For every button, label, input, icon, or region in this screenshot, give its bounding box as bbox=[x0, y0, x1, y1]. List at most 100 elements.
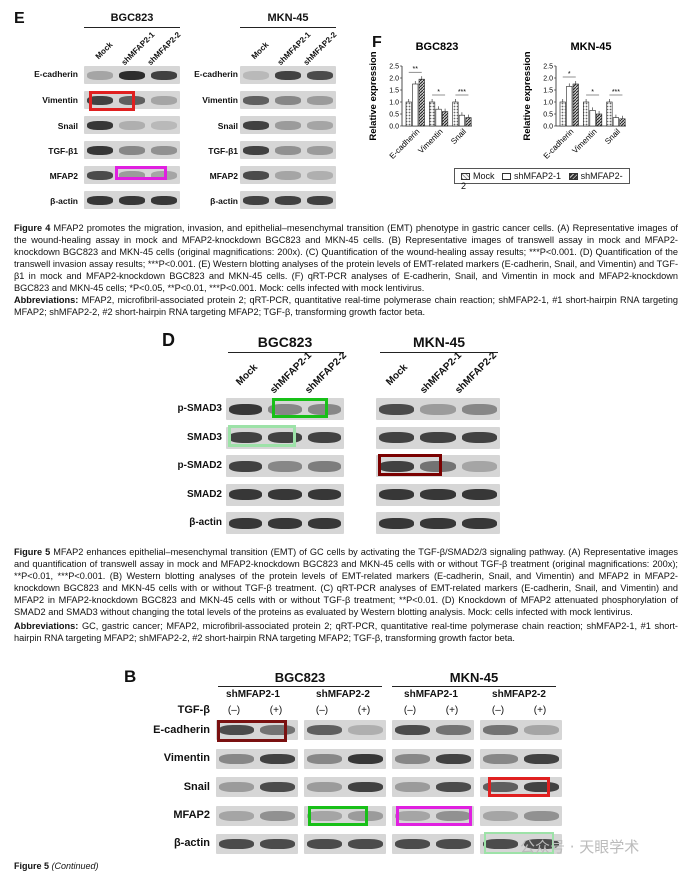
blot-band bbox=[219, 839, 254, 849]
blot-band bbox=[229, 403, 263, 415]
blot-band bbox=[379, 403, 415, 415]
row-label-b-actin: β-actin bbox=[189, 517, 222, 528]
cell-title-bgc823: BGC823 bbox=[274, 670, 326, 685]
row-label-e-cadherin: E-cadherin bbox=[34, 69, 78, 79]
blot-strip bbox=[84, 116, 180, 134]
blot-band bbox=[348, 839, 383, 849]
x-tick-label: Snail bbox=[603, 127, 622, 146]
blot-band bbox=[260, 782, 295, 792]
blot-band bbox=[420, 489, 456, 500]
divider bbox=[228, 352, 344, 353]
cell-title-bgc823: BGC823 bbox=[110, 12, 154, 24]
blot-band bbox=[461, 403, 497, 415]
blot-band bbox=[260, 753, 295, 764]
tgf-state-label: (–) bbox=[403, 705, 417, 716]
tgf-state-label: (+) bbox=[357, 705, 371, 716]
blot-band bbox=[307, 403, 341, 415]
blot-band bbox=[461, 489, 497, 500]
blot-band bbox=[307, 460, 341, 472]
blot-band bbox=[395, 839, 430, 849]
significance-label: * bbox=[568, 71, 571, 78]
x-tick-label: Vimentin bbox=[416, 127, 444, 155]
blot-band bbox=[461, 517, 497, 529]
blot-band bbox=[348, 782, 383, 792]
y-tick-label: 0.5 bbox=[543, 112, 553, 119]
blot-band bbox=[524, 782, 559, 792]
blot-strip bbox=[216, 777, 298, 797]
blot-strip bbox=[392, 777, 474, 797]
tgf-state-label: (–) bbox=[315, 705, 329, 716]
blot-band bbox=[307, 725, 342, 735]
blot-band bbox=[229, 432, 263, 443]
blot-strip bbox=[376, 483, 500, 506]
significance-label: * bbox=[591, 89, 594, 96]
y-tick-label: 2.5 bbox=[389, 64, 399, 71]
divider bbox=[84, 27, 180, 28]
group-label-shmfap2-2: shMFAP2-2 bbox=[316, 689, 370, 700]
tgf-state-label: (–) bbox=[491, 705, 505, 716]
blot-strip bbox=[480, 748, 562, 769]
panel-letter-b: B bbox=[124, 667, 137, 686]
blot-band bbox=[307, 782, 342, 792]
figure-5-abbreviations: Abbreviations: GC, gastric cancer; MFAP2… bbox=[14, 621, 678, 643]
blot-band bbox=[420, 432, 456, 443]
blot-band bbox=[524, 810, 559, 821]
bar bbox=[429, 101, 436, 127]
row-label-mfap2: MFAP2 bbox=[49, 171, 78, 181]
blot-strip bbox=[226, 483, 344, 506]
page-footer: Figure 5 (Continued) bbox=[14, 861, 99, 871]
blot-band bbox=[151, 195, 177, 205]
bar bbox=[612, 117, 619, 127]
blot-band bbox=[119, 70, 145, 80]
panel-letter-e: E bbox=[14, 10, 25, 27]
row-label-vimentin: Vimentin bbox=[42, 95, 78, 105]
blot-band bbox=[436, 810, 471, 821]
blot-band bbox=[275, 170, 301, 180]
blot-strip bbox=[480, 805, 562, 826]
row-label-p-smad2: p-SMAD2 bbox=[177, 460, 222, 471]
blot-band bbox=[307, 432, 341, 443]
blot-band bbox=[219, 782, 254, 792]
blot-band bbox=[307, 489, 341, 500]
blot-band bbox=[483, 810, 518, 821]
blot-band bbox=[219, 725, 254, 735]
blot-band bbox=[483, 725, 518, 735]
legend-item-shmfap2-1: shMFAP2-1 bbox=[502, 171, 561, 181]
blot-band bbox=[229, 489, 263, 500]
figure-5-caption: Figure 5 MFAP2 enhances epithelial–mesen… bbox=[14, 547, 678, 617]
blot-band bbox=[151, 70, 177, 80]
y-axis-label: Relative expression bbox=[522, 51, 533, 140]
y-tick-label: 1.5 bbox=[543, 88, 553, 95]
row-label-tgf-b1: TGF-β1 bbox=[48, 146, 78, 156]
blot-band bbox=[307, 70, 333, 80]
blot-band bbox=[268, 517, 302, 529]
significance-label: *** bbox=[458, 89, 466, 96]
blot-strip bbox=[392, 720, 474, 740]
blot-band bbox=[395, 782, 430, 792]
highlight-box bbox=[89, 91, 135, 111]
blot-band bbox=[461, 460, 497, 472]
y-axis-label: Relative expression bbox=[368, 51, 379, 140]
y-tick-label: 2.5 bbox=[543, 64, 553, 71]
y-tick-label: 2.0 bbox=[543, 76, 553, 83]
bar bbox=[405, 101, 412, 127]
blot-strip bbox=[392, 805, 474, 826]
figure-4-caption: Figure 4 MFAP2 promotes the migration, i… bbox=[14, 223, 678, 293]
blot-band bbox=[379, 432, 415, 443]
blot-band bbox=[420, 403, 456, 415]
row-label-mfap2: MFAP2 bbox=[209, 171, 238, 181]
y-tick-label: 2.0 bbox=[389, 76, 399, 83]
blot-band bbox=[379, 460, 415, 472]
bar bbox=[559, 101, 566, 127]
blot-band bbox=[119, 145, 145, 155]
blot-band bbox=[307, 120, 333, 130]
y-tick-label: 0.0 bbox=[543, 124, 553, 131]
legend-item-mock: Mock bbox=[461, 171, 495, 181]
blot-band bbox=[420, 460, 456, 472]
blot-band bbox=[268, 432, 302, 443]
blot-band bbox=[483, 753, 518, 764]
blot-strip bbox=[84, 66, 180, 84]
blot-strip bbox=[376, 512, 500, 534]
bar bbox=[465, 117, 472, 127]
blot-band bbox=[275, 70, 301, 80]
